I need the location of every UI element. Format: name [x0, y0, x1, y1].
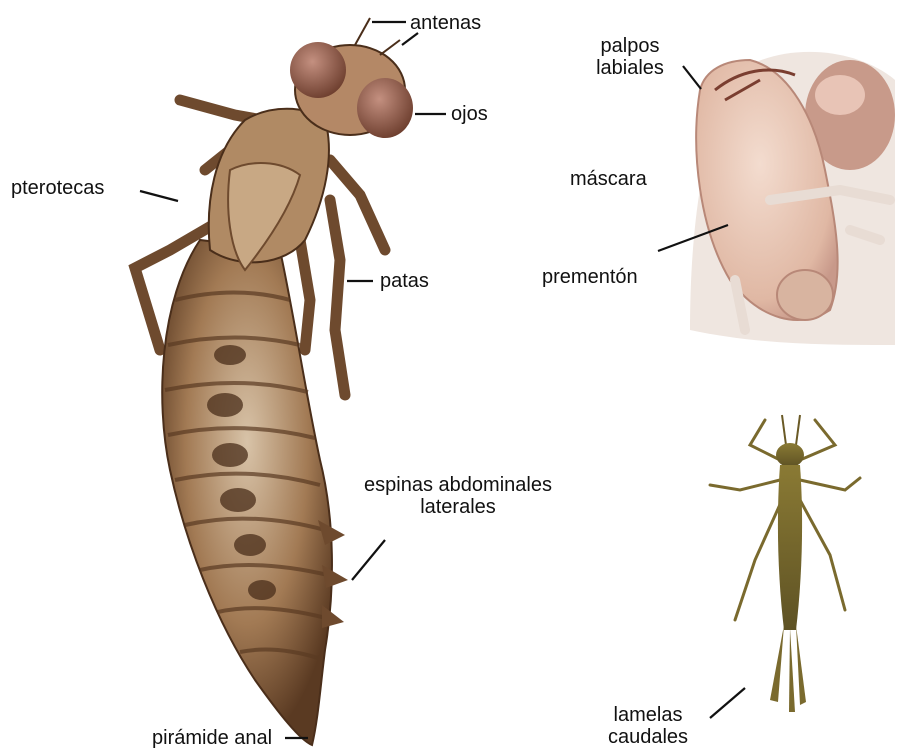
- mask-closeup-photo: [690, 52, 895, 345]
- mask-eye-highlight: [815, 75, 865, 115]
- label-lamelas-line2: caudales: [598, 726, 698, 748]
- label-mascara: máscara: [570, 168, 647, 190]
- pointer-antenas-2: [402, 33, 418, 45]
- label-espinas: espinas abdominales laterales: [340, 474, 576, 518]
- caudal-lamellae: [770, 625, 806, 712]
- damselfly-head: [776, 443, 804, 467]
- label-espinas-line2: laterales: [340, 496, 576, 518]
- label-espinas-line1: espinas abdominales: [340, 474, 576, 496]
- damselfly-antennae: [782, 415, 800, 445]
- label-palpos-line1: palpos: [585, 35, 675, 57]
- label-pterotecas: pterotecas: [11, 177, 104, 199]
- label-prementon: prementón: [542, 266, 638, 288]
- pointer-palpos: [683, 66, 701, 89]
- label-patas: patas: [380, 270, 429, 292]
- larva-eye-right: [357, 78, 413, 138]
- label-piramide-anal: pirámide anal: [152, 727, 272, 749]
- label-ojos: ojos: [451, 103, 488, 125]
- label-palpos-labiales: palpos labiales: [585, 35, 675, 79]
- larva-eye-left: [290, 42, 346, 98]
- pointer-espinas: [352, 540, 385, 580]
- label-lamelas-caudales: lamelas caudales: [598, 704, 698, 748]
- pointer-pterotecas: [140, 191, 178, 201]
- label-palpos-line2: labiales: [585, 57, 675, 79]
- pointer-lamelas: [710, 688, 745, 718]
- damselfly-body: [778, 465, 802, 630]
- damselfly-larva-photo: [710, 415, 860, 712]
- dragonfly-larva-photo: [135, 18, 413, 745]
- label-antenas: antenas: [410, 12, 481, 34]
- label-lamelas-line1: lamelas: [598, 704, 698, 726]
- mask-tip: [777, 270, 833, 320]
